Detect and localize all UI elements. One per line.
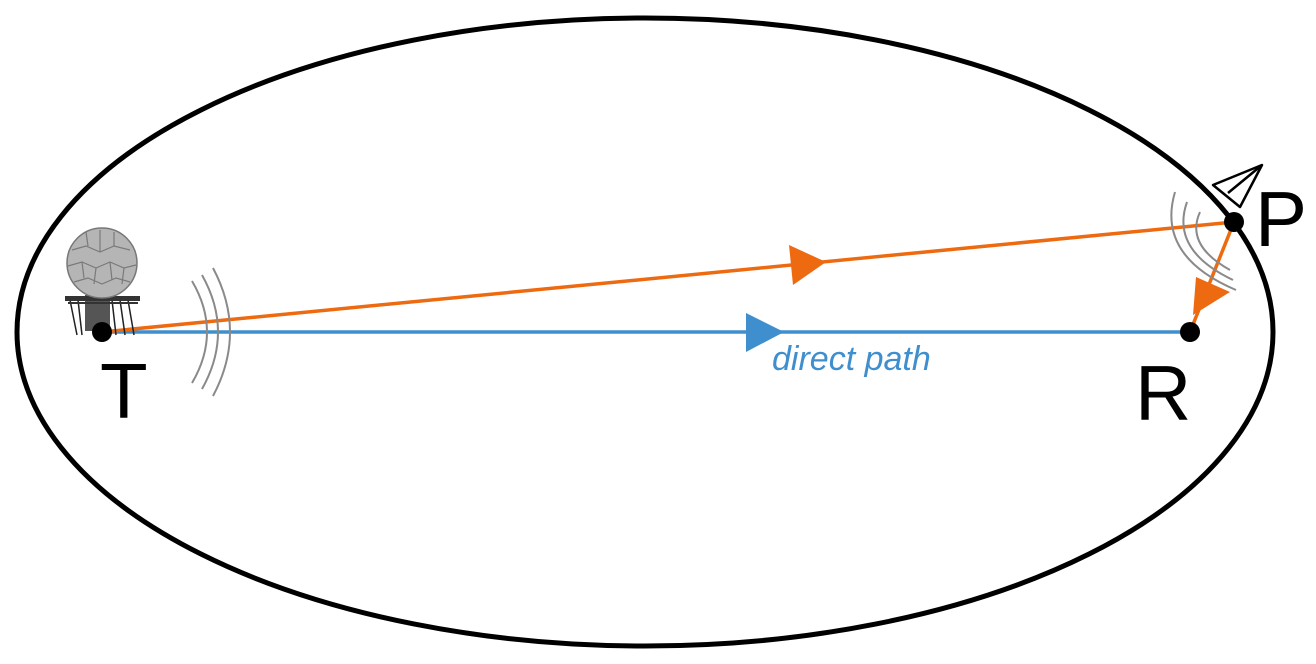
target-label: P <box>1255 175 1307 263</box>
transmit-waves-icon <box>191 267 231 397</box>
target-point <box>1224 212 1244 232</box>
reflected-path-incident-arrow <box>789 245 826 285</box>
radar-radome-icon <box>65 227 140 336</box>
direct-path-arrow <box>746 313 784 352</box>
receiver-point <box>1180 322 1200 342</box>
direct-path <box>102 313 1190 352</box>
reflected-path-incident-line <box>101 220 1235 334</box>
reflected-path <box>101 220 1236 334</box>
iso-range-ellipse <box>14 15 1276 649</box>
transmitter-point <box>92 322 112 342</box>
reflected-path-scattered-arrow <box>1193 277 1230 315</box>
reflect-waves-icon <box>1170 191 1237 291</box>
direct-path-label: direct path <box>772 340 931 378</box>
paper-plane-icon <box>1211 163 1264 209</box>
receiver-label: R <box>1135 349 1191 437</box>
transmitter-label: T <box>100 347 148 435</box>
